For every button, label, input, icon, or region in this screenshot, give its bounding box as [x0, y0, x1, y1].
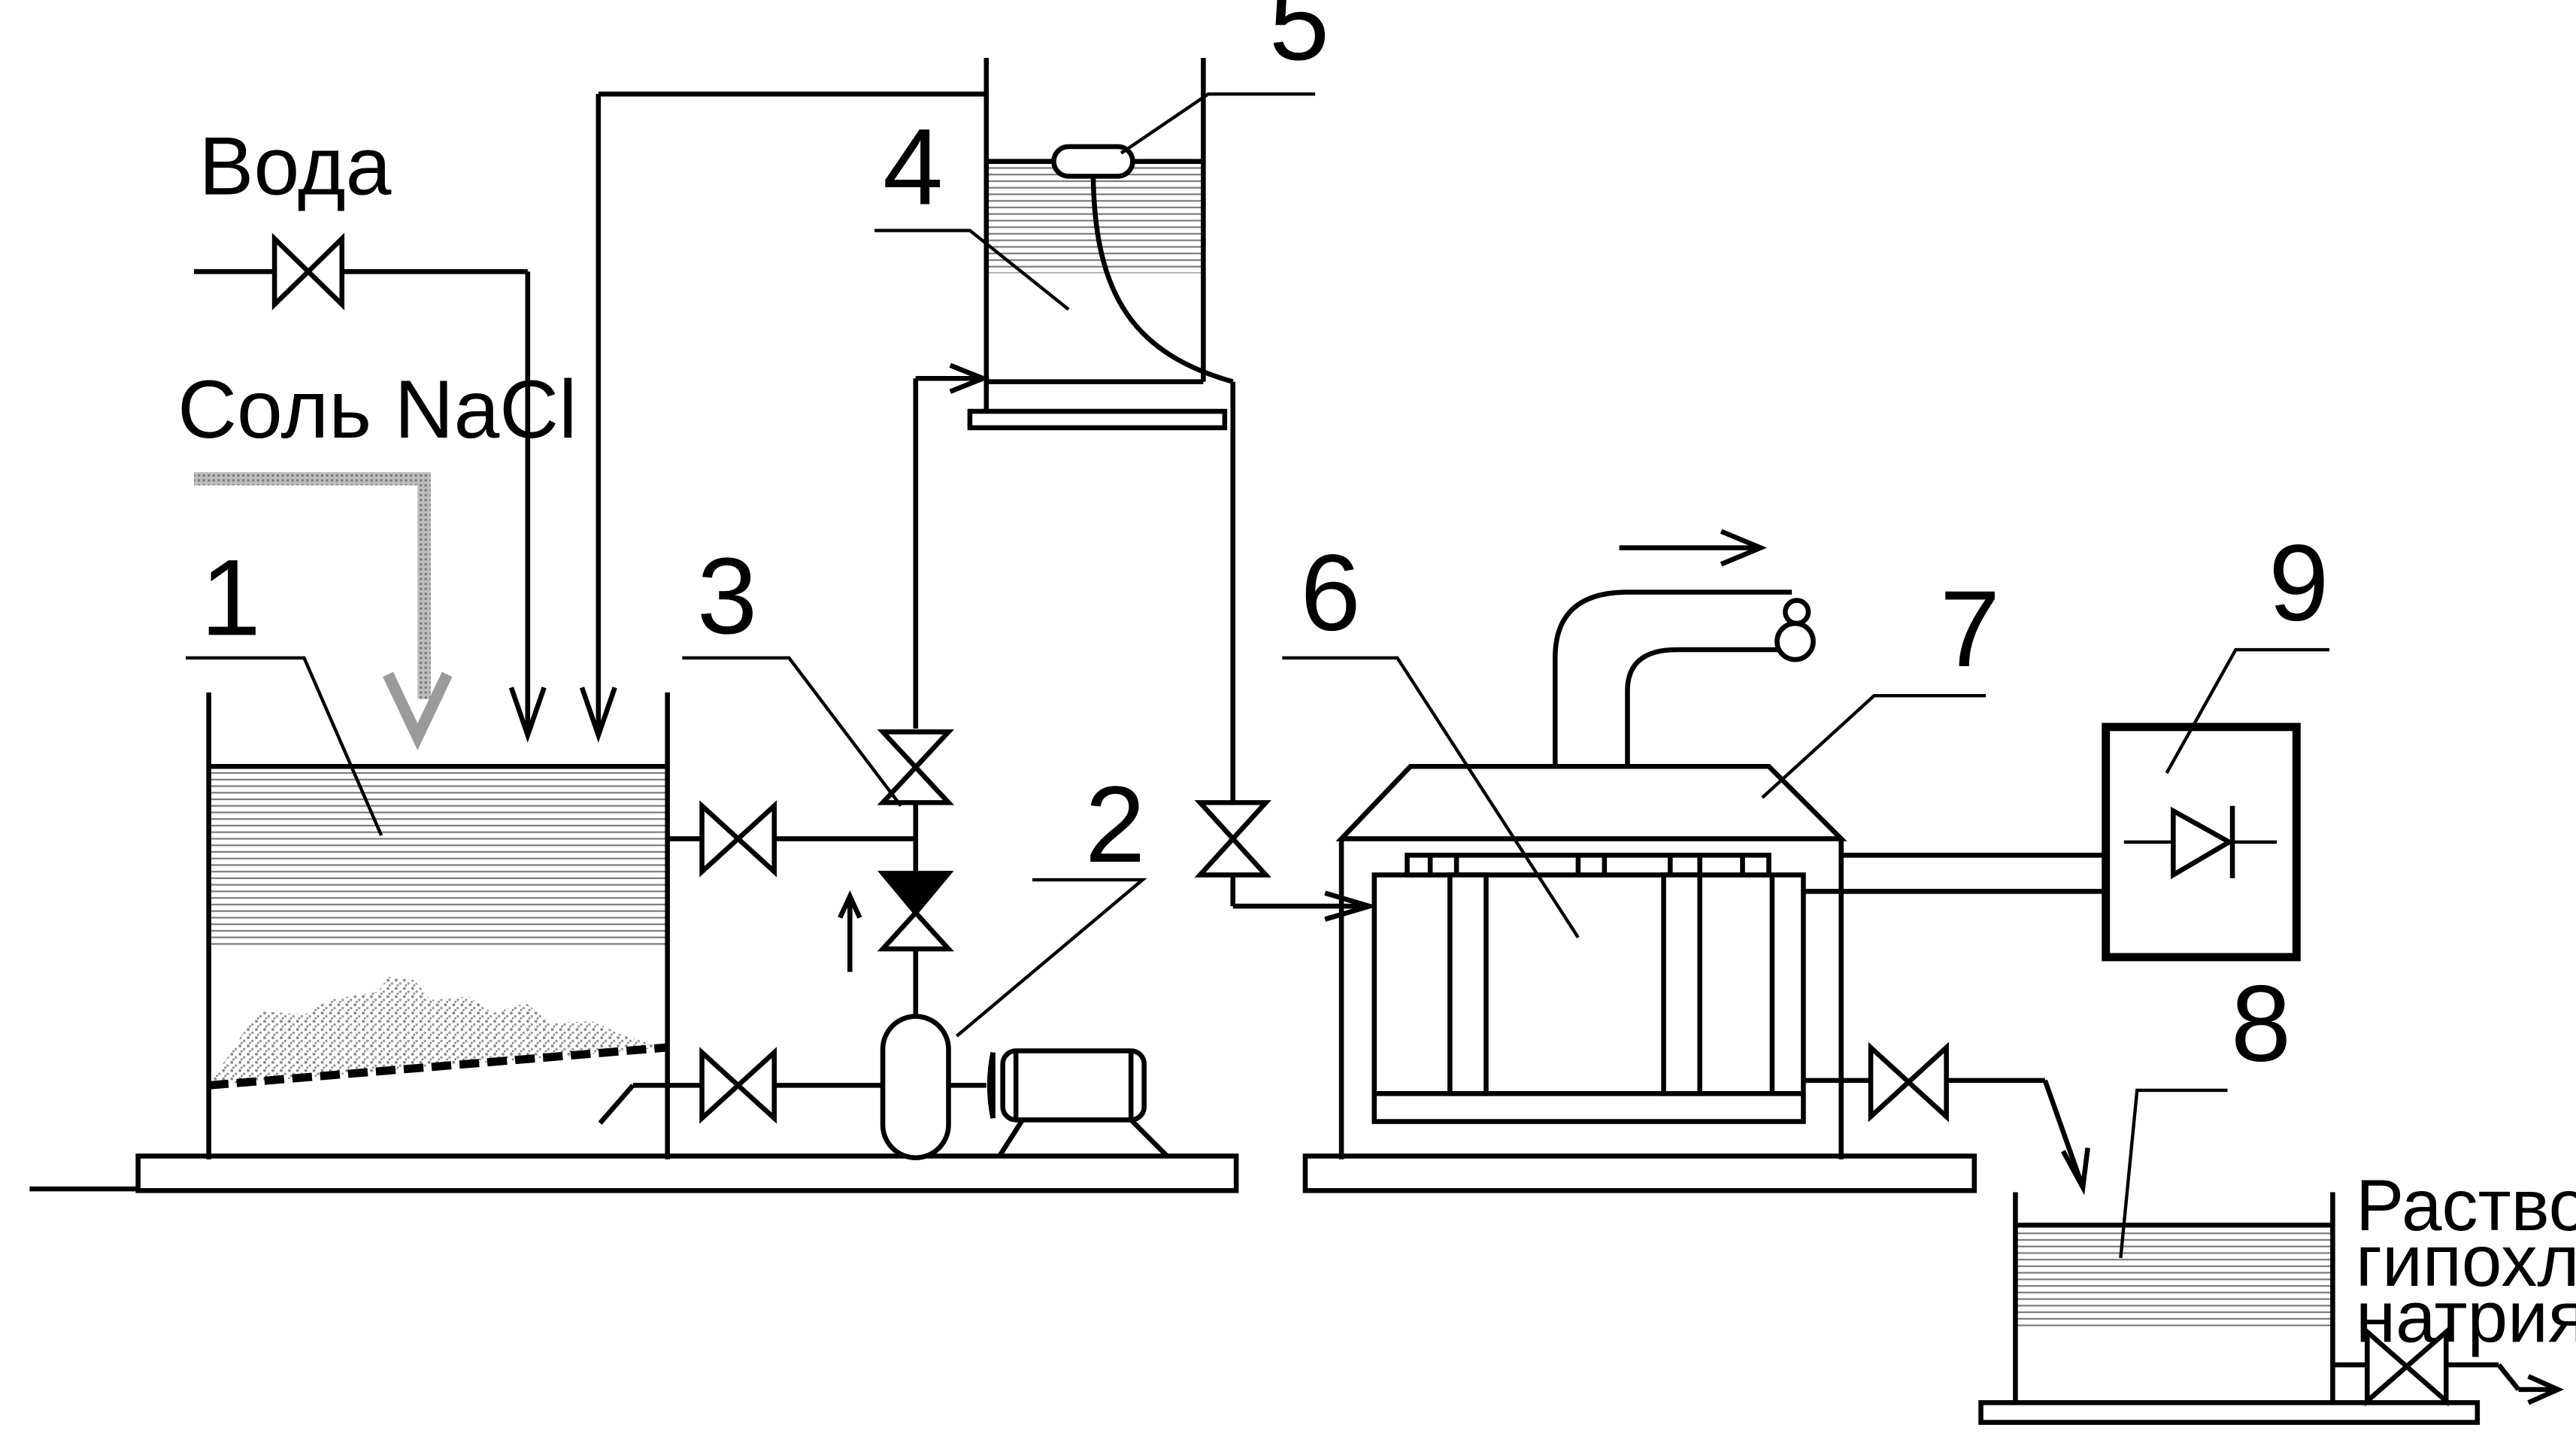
leader-4: [874, 229, 1070, 311]
leader-8: [2119, 1088, 2228, 1259]
callout-number-3: 3: [697, 535, 757, 656]
tank-1-upper-valve[interactable]: [699, 800, 777, 878]
product-outlet-line: [2332, 1362, 2565, 1405]
callout-number-4: 4: [883, 106, 943, 228]
product-outlet-valve[interactable]: [2365, 1326, 2449, 1407]
return-line: [579, 91, 986, 743]
electrolyzer-6: [1371, 853, 1806, 1124]
callout-number-1: 1: [201, 536, 261, 658]
leader-1: [186, 656, 383, 836]
leader-7: [1761, 694, 1987, 799]
pump-motor: [986, 1048, 1169, 1158]
electrode-left: [1447, 872, 1489, 1096]
solution-label-line-2: гипохлорита: [2356, 1221, 2576, 1302]
water-valve[interactable]: [271, 232, 345, 311]
pump-2: [880, 1014, 986, 1160]
salt-label: Соль NaCl: [177, 364, 577, 456]
hydrogen-vent-pipe: [1553, 590, 1816, 767]
electrolyzer-inlet-valve[interactable]: [1194, 800, 1271, 878]
electrolyzer-outlet-valve[interactable]: [1868, 1041, 1949, 1123]
water-inlet-line: [193, 268, 547, 743]
tank-1-lower-valve[interactable]: [699, 1047, 777, 1124]
water-label: Вода: [199, 120, 392, 212]
leader-3: [682, 656, 902, 808]
salt-sediment: [208, 977, 666, 1086]
electrolyzer-outlet-line: [1803, 1078, 2090, 1196]
leader-5: [1120, 92, 1316, 155]
callout-leaders: [186, 92, 2330, 1259]
callout-number-7: 7: [1940, 568, 2000, 690]
leader-2: [956, 878, 1147, 1038]
check-valve[interactable]: [877, 802, 954, 1017]
leader-9: [2165, 647, 2330, 775]
callout-number-8: 8: [2231, 962, 2291, 1084]
base-left: [135, 1153, 1239, 1193]
valve-3[interactable]: [877, 729, 955, 805]
solution-label-line-3: натрия: [2356, 1277, 2576, 1357]
base-electrolyzer: [1302, 1153, 1977, 1193]
tank-1-lower-outlet-line: [598, 1083, 883, 1125]
float-5: [1051, 144, 1234, 384]
gas-outflow-arrow: [1619, 529, 1768, 567]
callout-number-5: 5: [1269, 0, 1329, 83]
power-wires: [1803, 853, 2105, 894]
base-storage: [1978, 1400, 2481, 1425]
salt-feed-arrow: [193, 471, 453, 750]
callout-number-6: 6: [1300, 532, 1360, 653]
storage-tank-8-liquid: [2015, 1225, 2333, 1331]
callout-number-2: 2: [1085, 763, 1145, 885]
flow-up-arrow: [838, 890, 862, 972]
solution-label-line-1: Раствор: [2356, 1166, 2576, 1246]
diode-icon: [2171, 806, 2235, 880]
sediment-line: [208, 1043, 666, 1090]
tank-1: [206, 692, 670, 1160]
electrode-right: [1661, 872, 1702, 1096]
storage-tank-8: [2013, 1192, 2335, 1403]
tank-1-liquid: [208, 766, 668, 947]
tank-4-stand: [967, 408, 1228, 431]
feed-line-to-tank-4: [913, 362, 990, 729]
leader-6: [1282, 656, 1580, 938]
callout-number-9: 9: [2268, 522, 2329, 644]
rectifier-9: [2102, 723, 2301, 962]
